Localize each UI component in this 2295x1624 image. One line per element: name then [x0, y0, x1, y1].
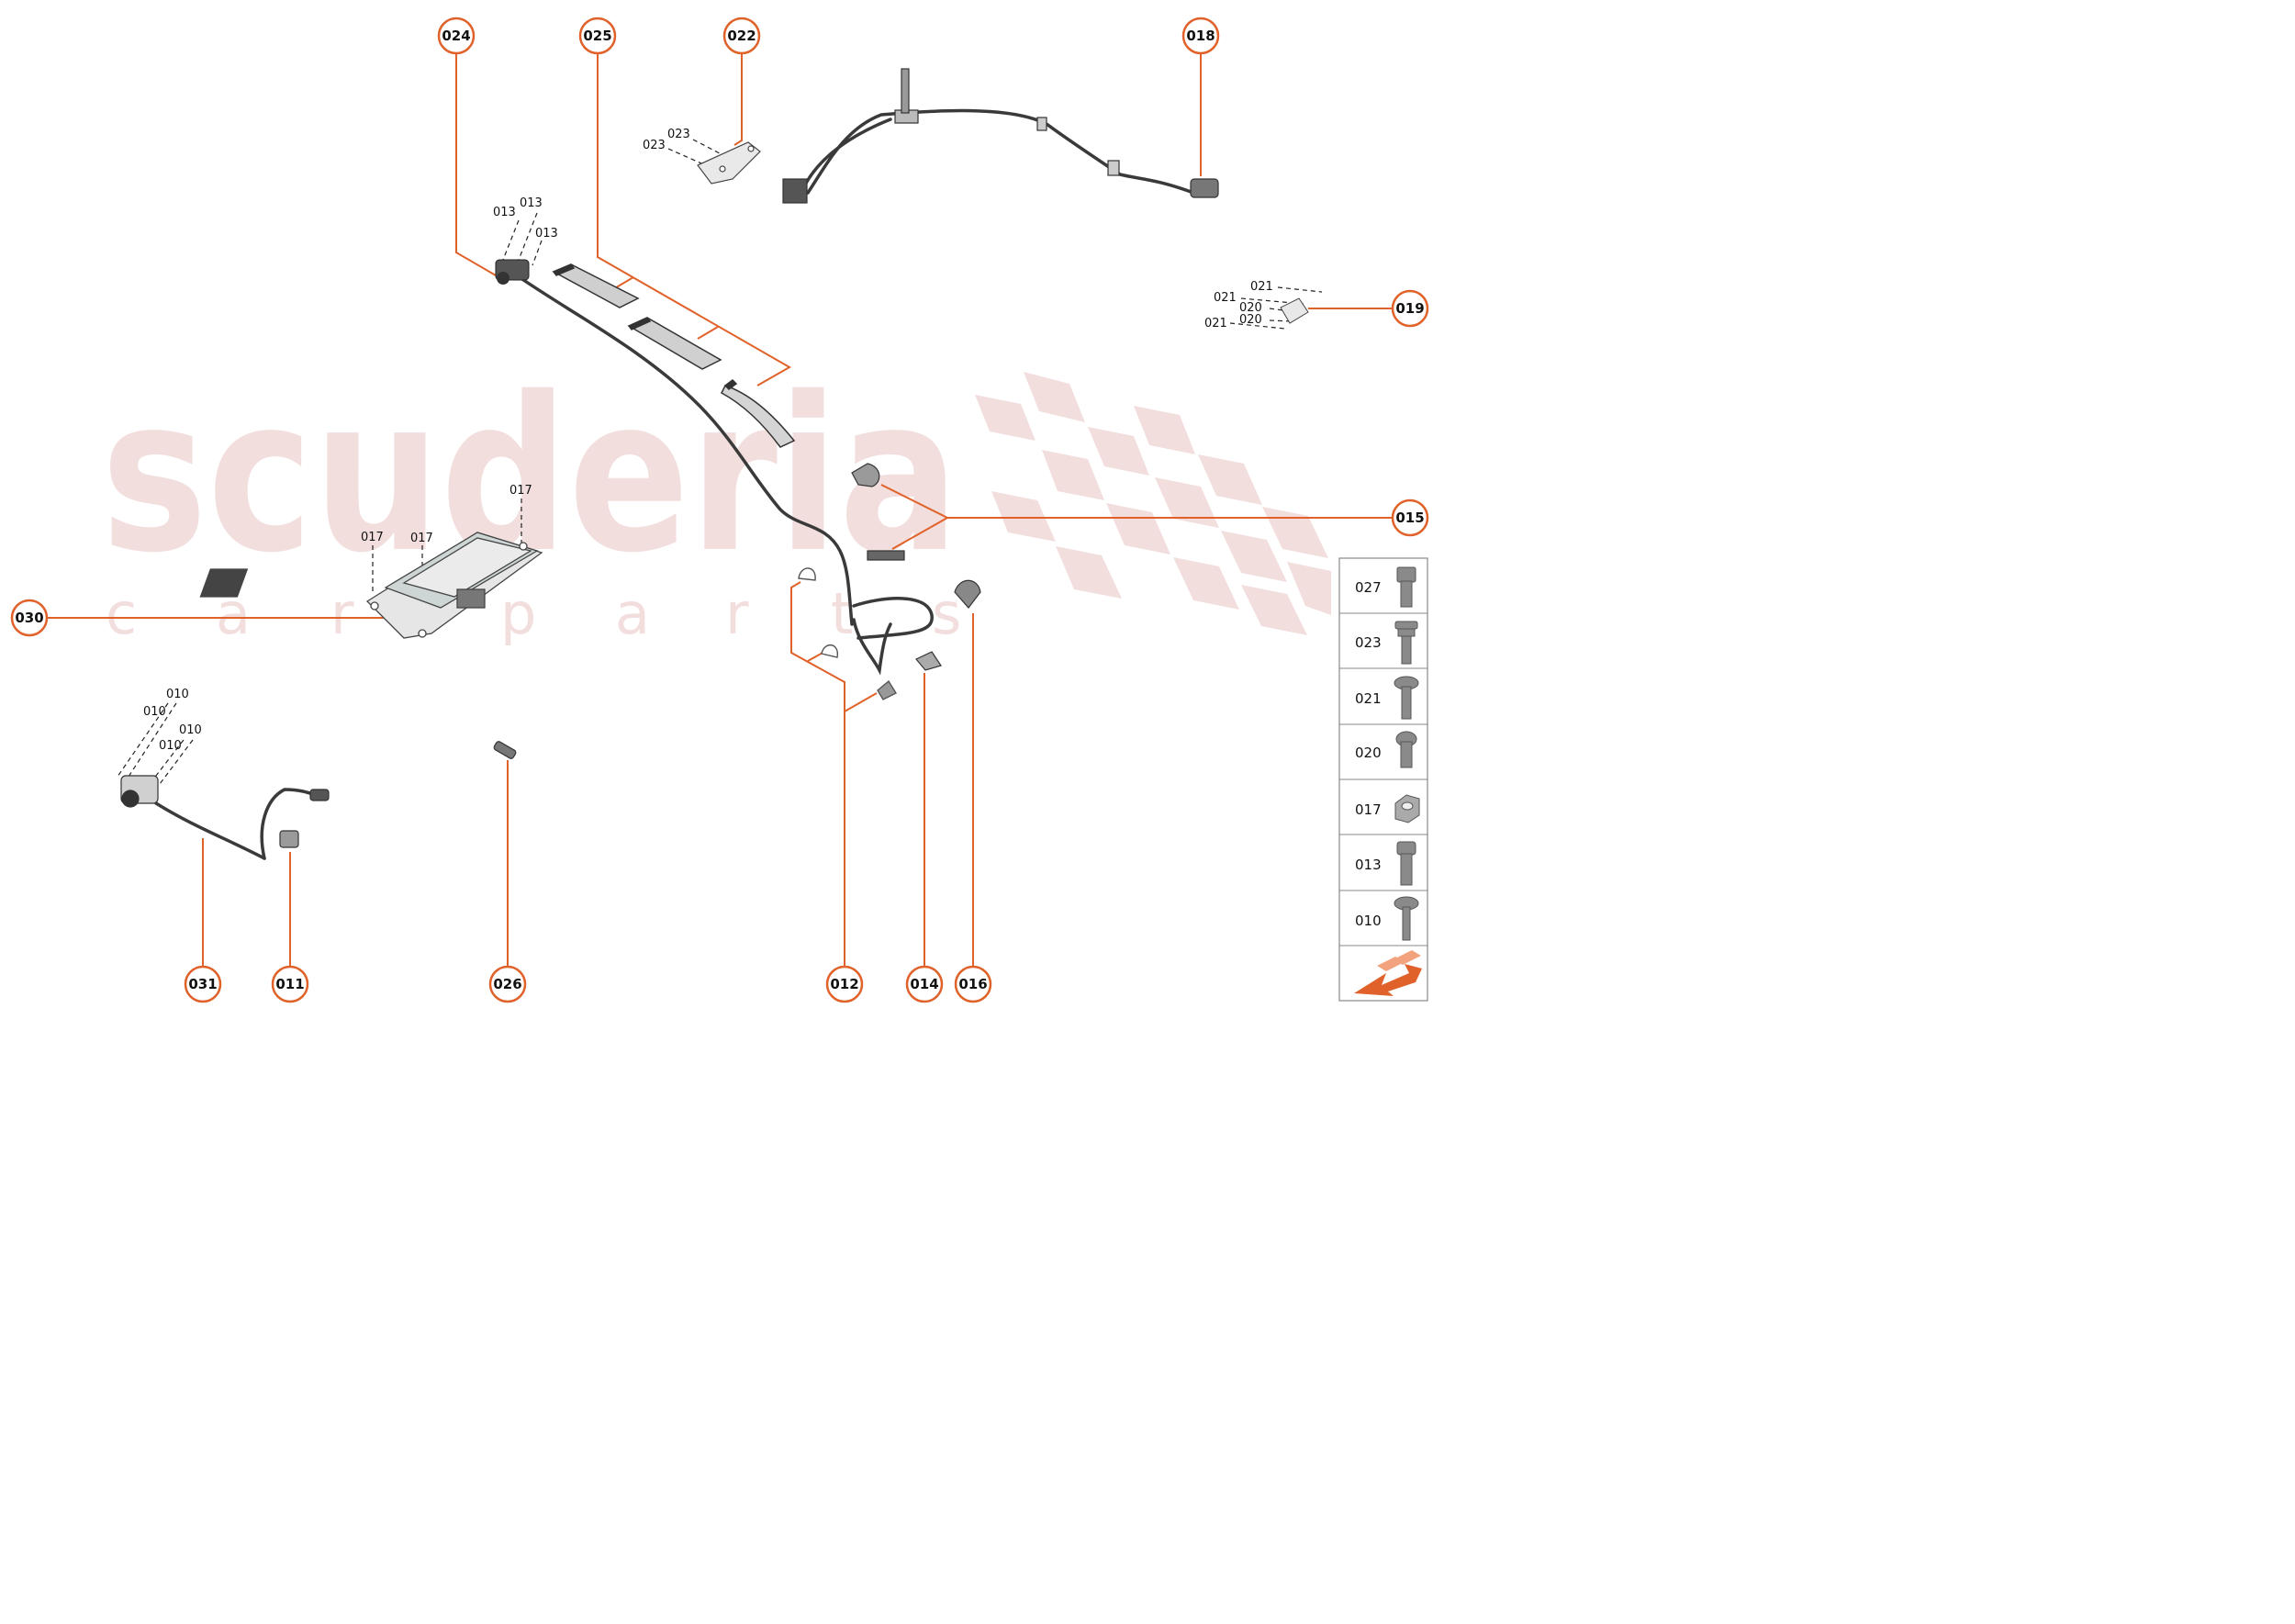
svg-text:031: 031	[188, 976, 217, 992]
legend-row-013[interactable]: 013	[1355, 841, 1416, 886]
label-010-d: 010	[159, 739, 182, 753]
torx-screw-icon	[1395, 731, 1417, 768]
svg-text:025: 025	[583, 28, 611, 44]
callout-024[interactable]: 024	[437, 17, 476, 55]
label-023-b: 023	[643, 139, 666, 152]
hex-nut-icon	[1394, 794, 1420, 823]
legend-code: 021	[1355, 690, 1382, 707]
parts-diagram: scuderia c a r p a r t s	[10, 17, 1429, 1003]
callout-015[interactable]: 015	[1391, 498, 1429, 537]
control-unit-030	[199, 532, 543, 639]
label-010-b: 010	[143, 705, 166, 719]
watermark: scuderia c a r p a r t s	[101, 352, 1331, 647]
callout-031[interactable]: 031	[184, 965, 222, 1003]
label-013-c: 013	[535, 227, 558, 241]
round-head-screw-icon	[1394, 896, 1419, 941]
label-023-a: 023	[667, 128, 690, 141]
legend-code: 017	[1355, 801, 1382, 818]
pin-026	[493, 741, 517, 759]
legend-row-021[interactable]: 021	[1355, 676, 1419, 720]
flange-hex-bolt-icon	[1394, 621, 1418, 665]
fastener-legend: 027 023 021 020	[1338, 557, 1428, 1002]
svg-text:015: 015	[1395, 510, 1424, 526]
callout-026[interactable]: 026	[488, 965, 527, 1003]
parts	[120, 68, 1309, 848]
callout-011[interactable]: 011	[271, 965, 309, 1003]
sub-labels: 023 023 013 013 013 021 021 020 020 021 …	[143, 128, 1273, 753]
svg-text:016: 016	[958, 976, 987, 992]
legend-row-020[interactable]: 020	[1355, 731, 1417, 768]
checkered-flag-icon	[975, 372, 1331, 635]
camera-031	[120, 775, 330, 808]
watermark-sub-4: p	[500, 580, 536, 647]
socket-head-bolt-icon	[1396, 566, 1416, 608]
watermark-sub-5: a	[615, 580, 650, 647]
callout-030[interactable]: 030	[10, 599, 49, 637]
legend-code: 010	[1355, 913, 1382, 929]
callout-014[interactable]: 014	[905, 965, 944, 1003]
callout-016[interactable]: 016	[954, 965, 992, 1003]
label-013-a: 013	[493, 206, 516, 219]
arrow-next-icon[interactable]	[1354, 950, 1422, 996]
svg-text:018: 018	[1186, 28, 1215, 44]
svg-text:026: 026	[493, 976, 521, 992]
legend-code: 023	[1355, 634, 1382, 651]
svg-text:014: 014	[910, 976, 938, 992]
bracket-019	[1280, 297, 1309, 324]
clips-015	[851, 463, 905, 561]
svg-text:019: 019	[1395, 300, 1424, 317]
legend-row-017[interactable]: 017	[1355, 794, 1420, 823]
callout-025[interactable]: 025	[578, 17, 617, 55]
watermark-sub-3: r	[330, 580, 354, 647]
clips-012	[798, 567, 897, 700]
label-017-b: 017	[410, 532, 433, 545]
svg-text:012: 012	[830, 976, 858, 992]
svg-text:030: 030	[15, 610, 43, 626]
label-013-b: 013	[520, 196, 543, 210]
label-021-a: 021	[1250, 280, 1273, 294]
label-020-a: 020	[1239, 301, 1262, 315]
hex-bolt-icon	[1396, 841, 1416, 886]
legend-row-027[interactable]: 027	[1355, 566, 1416, 608]
pan-head-screw-icon	[1394, 676, 1419, 720]
label-010-a: 010	[166, 688, 189, 701]
label-017-a: 017	[361, 531, 384, 544]
legend-row-010[interactable]: 010	[1355, 896, 1419, 941]
clip-011	[279, 830, 299, 848]
label-017-c: 017	[509, 484, 532, 498]
svg-text:011: 011	[275, 976, 304, 992]
svg-text:024: 024	[442, 28, 470, 44]
wiring-harness	[154, 108, 1195, 860]
watermark-sub-1: c	[106, 580, 137, 647]
leader-lines	[48, 53, 1393, 967]
bracket-022	[697, 141, 761, 185]
label-010-c: 010	[179, 723, 202, 737]
legend-row-023[interactable]: 023	[1355, 621, 1418, 665]
label-020-b: 020	[1239, 313, 1262, 327]
callout-018[interactable]: 018	[1181, 17, 1220, 55]
callout-022[interactable]: 022	[722, 17, 761, 55]
watermark-brand: scuderia	[101, 352, 959, 599]
watermark-sub-6: r	[725, 580, 749, 647]
callout-012[interactable]: 012	[825, 965, 864, 1003]
connector-024	[495, 259, 530, 285]
clip-014	[915, 651, 942, 671]
clip-016	[954, 579, 981, 609]
legend-code: 013	[1355, 857, 1382, 873]
tape-strips-025	[552, 263, 796, 448]
legend-code: 027	[1355, 579, 1382, 596]
label-021-c: 021	[1204, 317, 1227, 330]
callout-019[interactable]: 019	[1391, 289, 1429, 328]
callouts: 024 025 022 018 019 015 030 031 011 026 …	[10, 17, 1429, 1003]
label-021-b: 021	[1214, 291, 1237, 305]
svg-text:022: 022	[727, 28, 756, 44]
legend-code: 020	[1355, 745, 1382, 761]
harness-018-connectors	[782, 68, 1219, 204]
